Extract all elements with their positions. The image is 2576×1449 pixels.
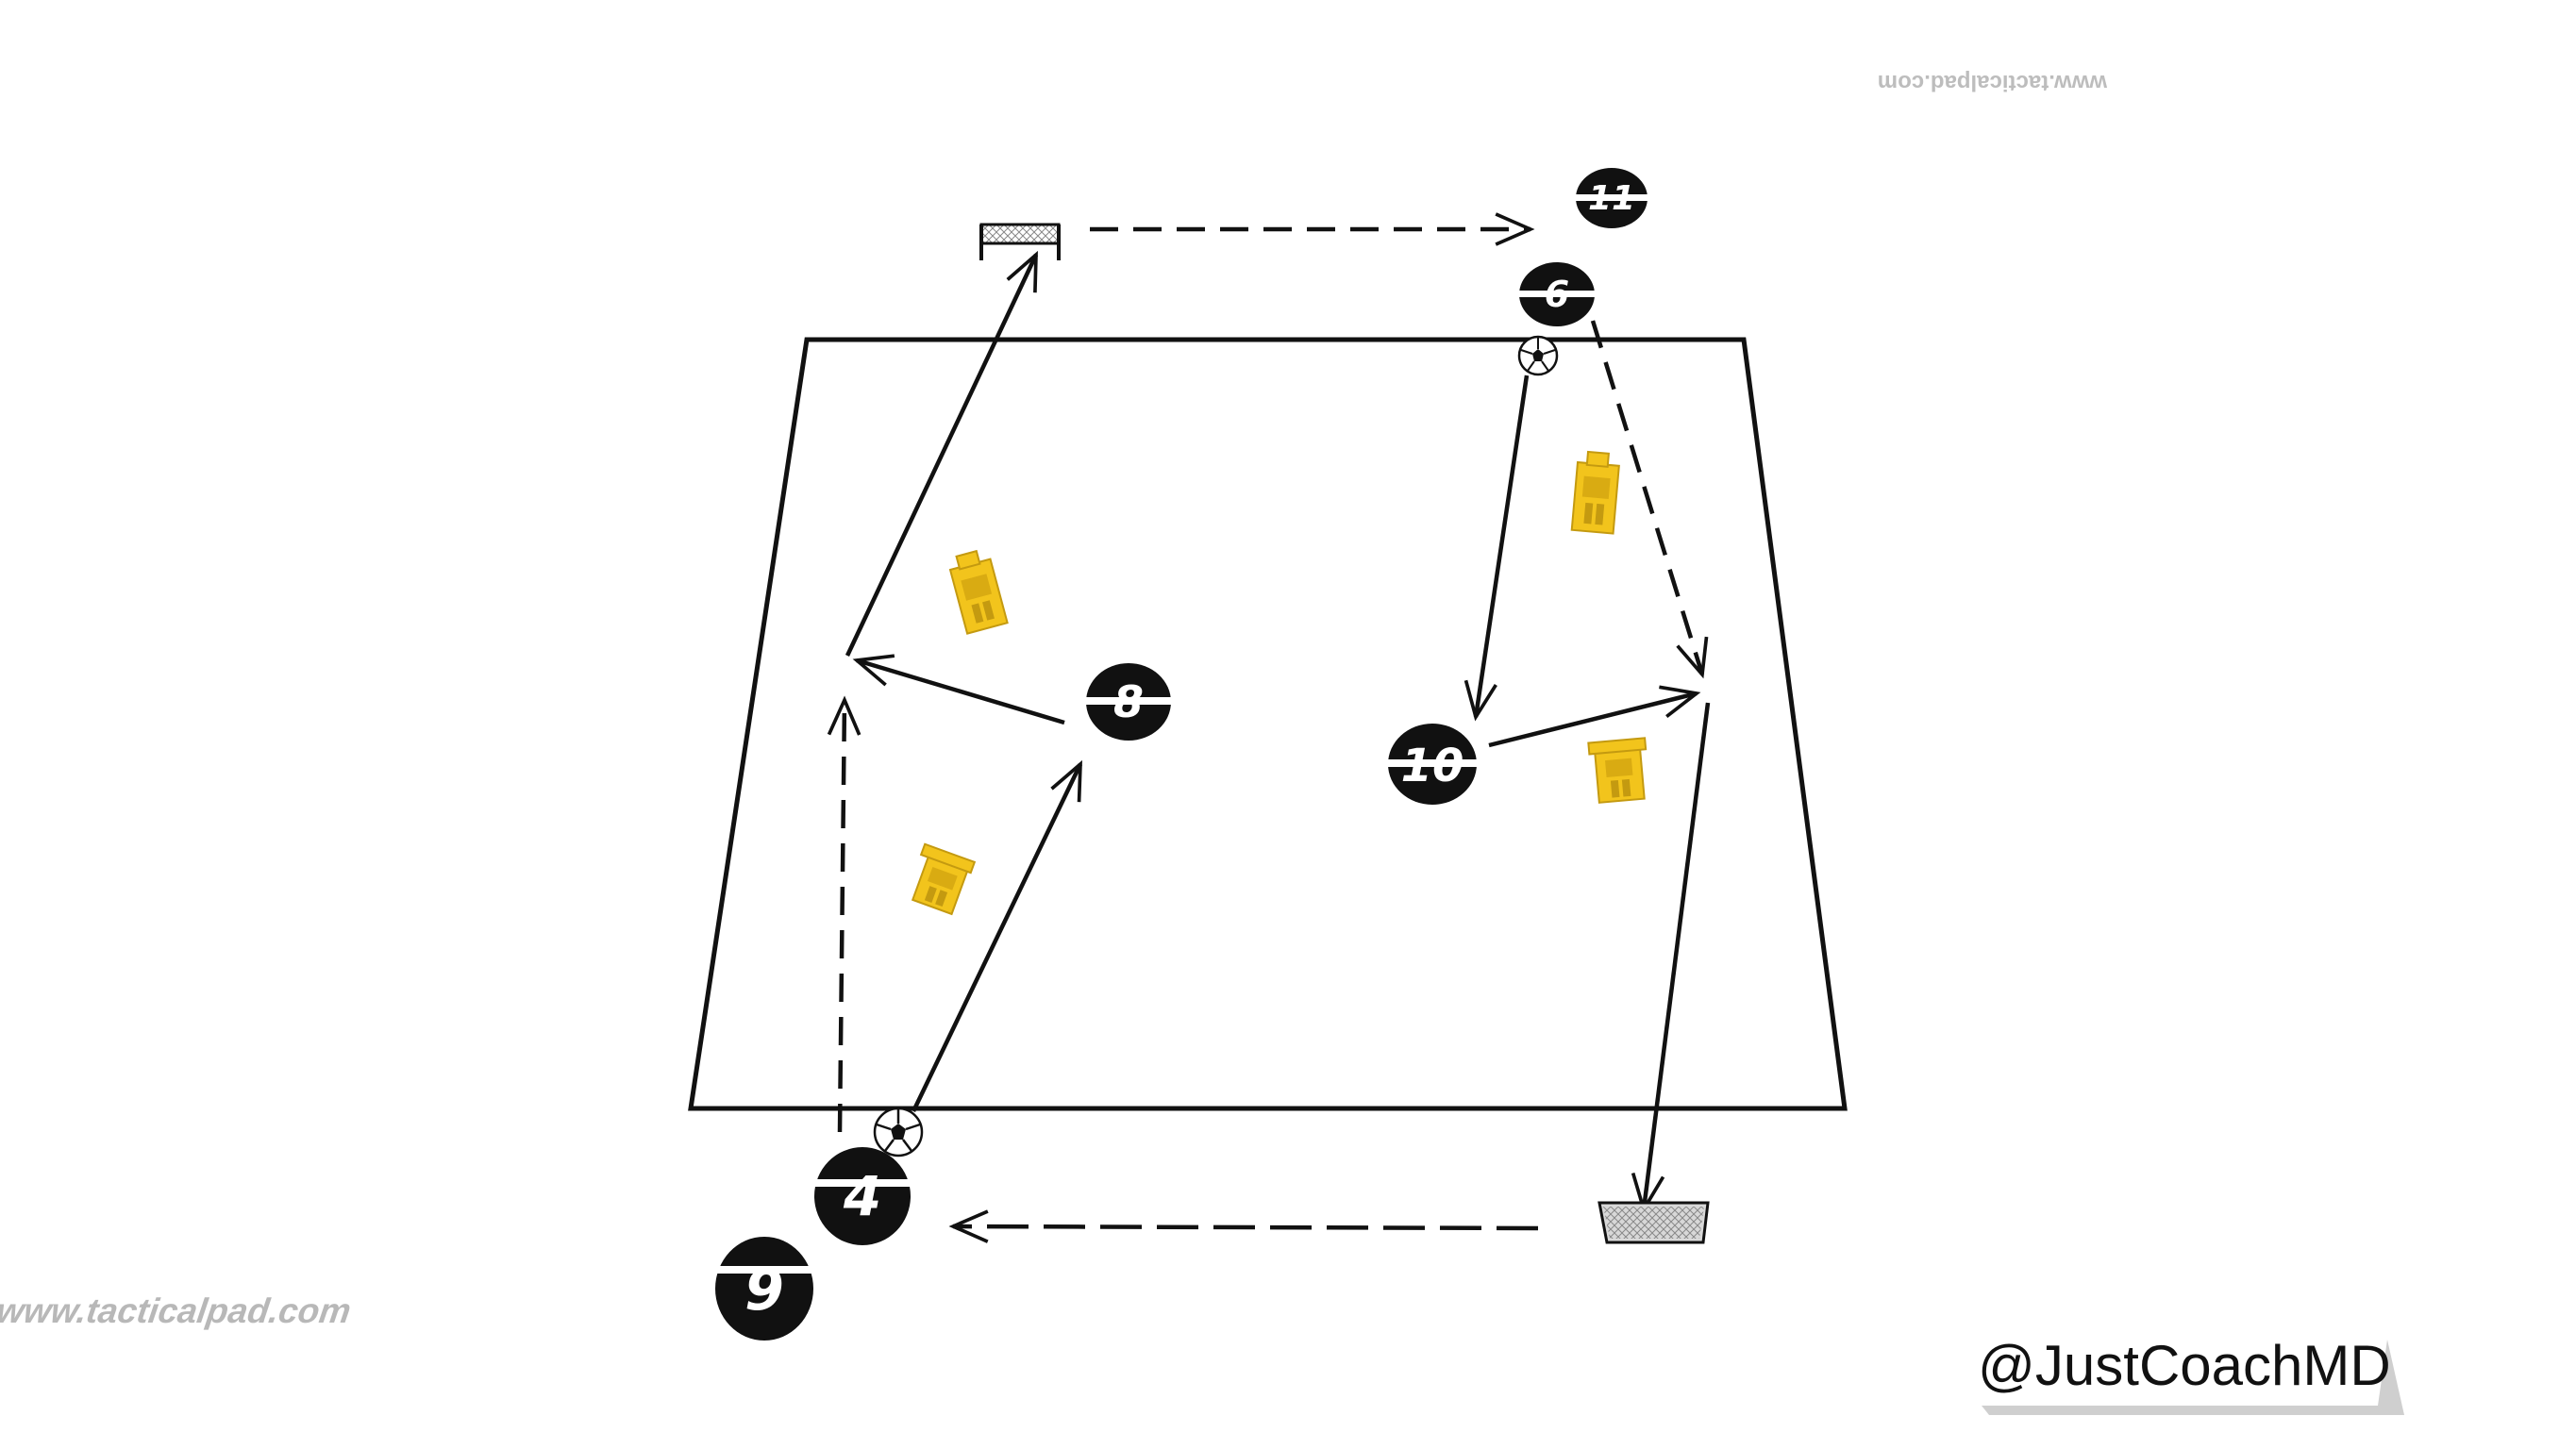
player-10[interactable]: 10 bbox=[1388, 724, 1477, 805]
handle-text: @JustCoachMD bbox=[1978, 1334, 2391, 1397]
player-4[interactable]: 4 bbox=[814, 1147, 911, 1245]
mannequin-1 bbox=[948, 549, 1009, 635]
small-goal-top bbox=[979, 223, 1061, 260]
mannequin-4 bbox=[1587, 737, 1648, 804]
player-6[interactable]: 6 bbox=[1519, 262, 1595, 326]
run-arrow bbox=[827, 695, 861, 1133]
watermark-top: www.tacticalpad.com bbox=[1878, 70, 2108, 95]
mannequin-2 bbox=[911, 842, 977, 916]
pass-arrow bbox=[1488, 685, 1701, 748]
pass-arrow bbox=[911, 759, 1083, 1112]
pass-arrow bbox=[845, 250, 1039, 657]
mannequin-3 bbox=[1570, 450, 1620, 535]
soccer-ball-top bbox=[1517, 335, 1559, 376]
player-number: 4 bbox=[843, 1164, 881, 1228]
pitch-area bbox=[688, 337, 1848, 1111]
run-arrow bbox=[1590, 320, 1709, 679]
handle-label: @JustCoachMD bbox=[1978, 1334, 2404, 1415]
small-goal-bottom bbox=[1597, 1201, 1710, 1244]
player-number: 9 bbox=[744, 1257, 784, 1324]
player-8[interactable]: 8 bbox=[1086, 663, 1171, 741]
run-arrow bbox=[948, 1209, 1539, 1243]
pass-arrow bbox=[852, 654, 1065, 725]
player-number: 11 bbox=[1588, 179, 1635, 218]
player-number: 8 bbox=[1113, 676, 1144, 727]
watermark-bottom: www.tacticalpad.com bbox=[0, 1291, 354, 1330]
movement-lines bbox=[827, 212, 1711, 1243]
player-number: 6 bbox=[1545, 274, 1569, 315]
player-9[interactable]: 9 bbox=[715, 1237, 813, 1341]
pass-arrow bbox=[1631, 702, 1711, 1214]
player-11[interactable]: 11 bbox=[1576, 168, 1648, 228]
pass-arrow bbox=[1464, 375, 1530, 722]
soccer-ball-bottom bbox=[873, 1107, 924, 1158]
player-number: 10 bbox=[1401, 740, 1464, 792]
